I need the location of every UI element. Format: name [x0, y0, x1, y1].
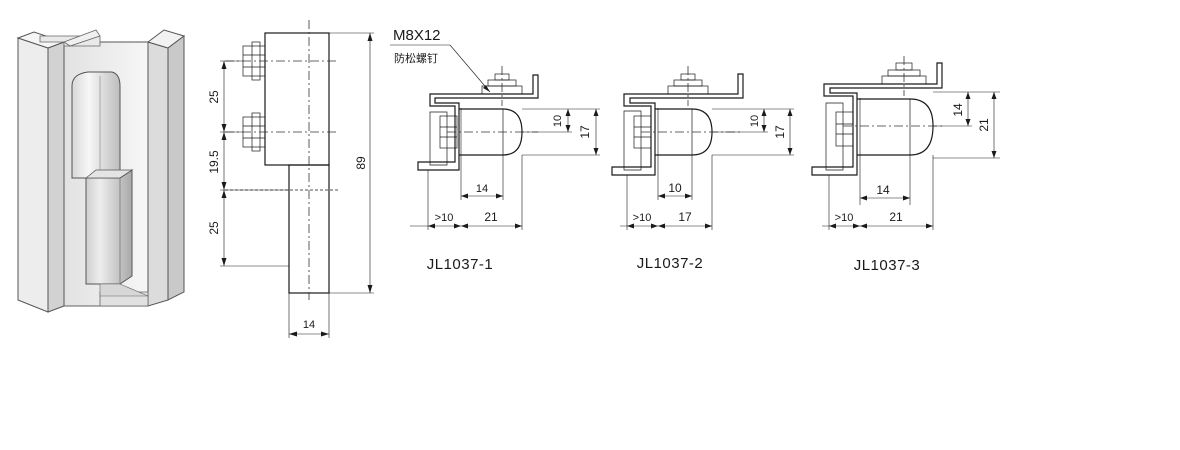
dim-pin-offset: 10 — [552, 115, 564, 127]
dim-pin-length: 14 — [476, 183, 488, 195]
dim-clearance: >10 — [435, 212, 454, 224]
hex-bolt-icon — [481, 66, 523, 106]
dim-height: 17 — [773, 125, 787, 139]
model-label: JL1037-3 — [854, 257, 921, 274]
variant-jl1037-1: 10 17 14 >10 21 JL1037-1 — [410, 66, 600, 273]
dim-pin-length: 14 — [876, 183, 890, 197]
screw-note: 防松螺钉 — [394, 51, 438, 65]
hex-bolt-icon — [667, 66, 709, 106]
dim-height: 17 — [578, 125, 592, 139]
hinge-3d-illustration — [16, 29, 186, 313]
dim-top-spacing: 25 — [207, 90, 221, 104]
dim-mid-spacing: 19.5 — [207, 150, 221, 174]
dim-pin-offset: 14 — [951, 103, 965, 117]
model-label: JL1037-2 — [637, 255, 704, 272]
screw-spec: M8X12 — [393, 27, 441, 44]
dim-clearance: >10 — [835, 212, 854, 224]
dim-depth: 21 — [889, 210, 903, 224]
variant-jl1037-2: 10 17 10 >10 17 JL1037-2 — [611, 66, 794, 272]
screw-callout: M8X12 防松螺钉 — [390, 27, 491, 93]
dim-pin-offset: 10 — [749, 115, 761, 127]
dim-depth: 17 — [678, 210, 692, 224]
dim-bottom-spacing: 25 — [207, 221, 221, 235]
dim-height: 21 — [977, 118, 991, 132]
front-view: 25 19.5 25 89 14 — [207, 20, 374, 338]
variant-jl1037-3: 14 21 14 >10 21 JL1037-3 — [811, 56, 1000, 274]
dim-clearance: >10 — [633, 212, 652, 224]
model-label: JL1037-1 — [427, 256, 494, 273]
dim-pin-length: 10 — [668, 181, 682, 195]
dim-total-height: 89 — [354, 156, 368, 170]
dim-width: 14 — [303, 319, 315, 331]
dim-depth: 21 — [484, 210, 498, 224]
hex-bolt-icon — [881, 56, 927, 96]
